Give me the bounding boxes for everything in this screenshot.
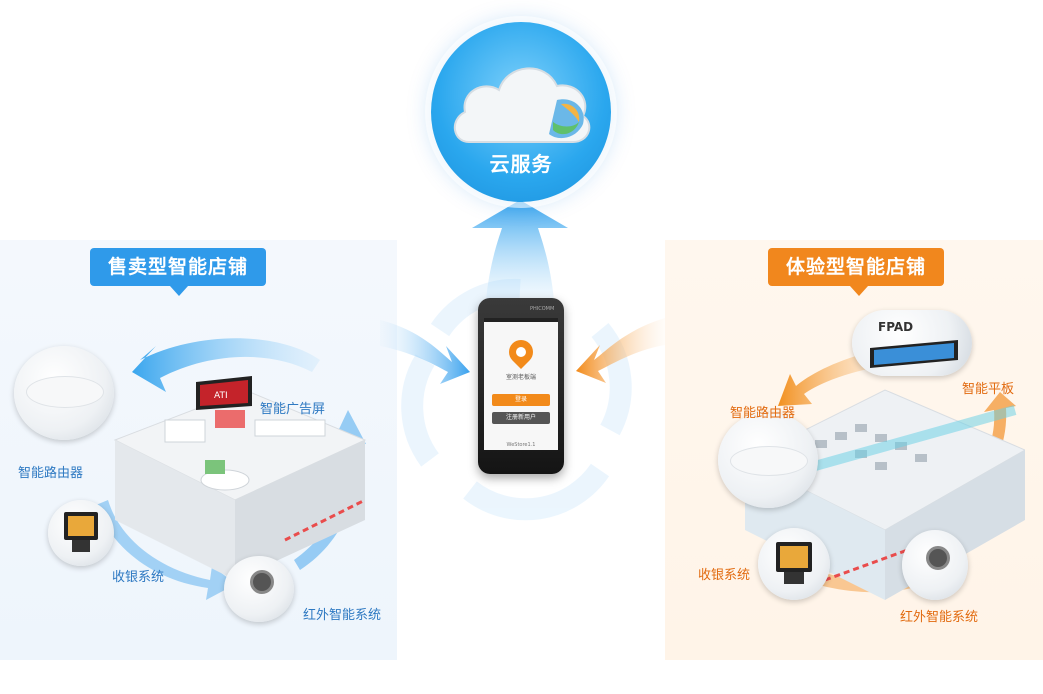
app-logo-icon [504,335,538,369]
left-sweep-arrow-top [132,338,320,392]
tablet-brand: FPAD [878,320,914,334]
right-cashier-icon [758,528,830,600]
phone-screen: 室测老板端 登录 注册新用户 WeStore1.1 [484,318,558,450]
phone-app-name: 室测老板端 [505,374,536,381]
right-label-tablet: 智能平板 [962,382,1015,397]
right-label-cashier: 收银系统 [698,568,751,583]
ad-screen-icon: ATI [196,376,252,410]
left-label-cashier: 收银系统 [112,570,165,585]
left-label-ad-screen: 智能广告屏 [260,402,326,417]
left-label-infrared: 红外智能系统 [303,608,382,623]
cycle-ring [401,278,632,521]
tablet-icon [870,340,958,368]
right-infrared-icon [902,530,968,600]
cloud-icon [454,67,591,143]
right-label-infrared: 红外智能系统 [900,610,979,625]
phone-register-button[interactable]: 注册新用户 [492,412,550,424]
right-label-router: 智能路由器 [730,406,796,421]
sales-store-title: 售卖型智能店铺 [90,248,267,286]
cloud-service-label: 云服务 [489,152,553,176]
phone-footer: WeStore1.1 [506,442,536,448]
cloud-service-circle [431,22,611,202]
left-cashier-icon [48,500,114,566]
sales-store-illustration [113,389,367,580]
arrow-left-to-phone [380,320,470,384]
phone-login-button[interactable]: 登录 [492,394,550,406]
sales-store-title-pointer [170,286,188,296]
svg-text:ATI: ATI [214,391,228,401]
tablet-bubble: FPAD [852,310,972,376]
arrow-right-to-phone [576,318,665,383]
phone-brand: PHICOMM [530,306,555,312]
left-infrared-icon [224,556,294,622]
left-sweep-arrow-bottom [96,500,236,600]
right-router-icon [718,412,818,508]
left-label-router: 智能路由器 [18,466,84,481]
experience-store-title-pointer [850,286,868,296]
smartphone: PHICOMM 室测老板端 登录 注册新用户 WeStore1.1 [478,298,564,474]
arrow-up-to-cloud [472,200,568,300]
left-router-icon [14,346,114,440]
experience-store-title: 体验型智能店铺 [768,248,945,286]
right-sweep-arrow-top [778,350,884,406]
